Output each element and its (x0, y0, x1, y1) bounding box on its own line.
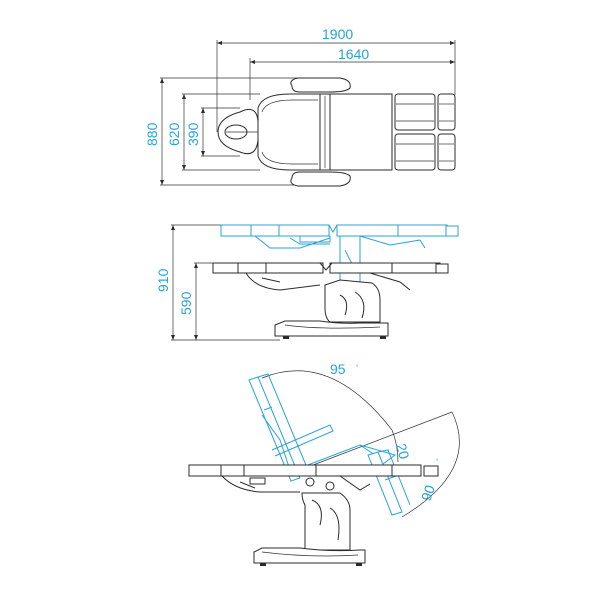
dim-label-390: 390 (185, 122, 201, 146)
dim-seat-length: 1640 (249, 46, 455, 100)
dim-label-1900: 1900 (322, 26, 353, 42)
seat-arc (391, 429, 399, 463)
angle-label-20: 20 (393, 442, 413, 461)
lift-column (324, 279, 381, 323)
svg-text:°: ° (400, 457, 403, 463)
armrest-top (290, 77, 351, 93)
backrest-arc (261, 370, 393, 431)
dim-label-620: 620 (166, 122, 182, 146)
svg-text:°: ° (436, 459, 439, 465)
dim-headrest-width: 390 (185, 107, 240, 157)
dim-overall-width: 880 (144, 77, 300, 186)
top-view: 1900 1640 880 620 (144, 26, 456, 187)
headrest-outline (217, 108, 259, 155)
tilt-view: 95 ° 20 ° 90 ° (188, 361, 460, 566)
angle-label-95: 95 (330, 361, 346, 377)
base (274, 320, 389, 337)
dim-min-height: 590 (178, 262, 215, 340)
leg-section-upper-1 (394, 93, 436, 131)
dim-label-1640: 1640 (338, 46, 369, 62)
dim-label-880: 880 (144, 122, 160, 146)
side-view: 910 590 (155, 224, 459, 341)
dim-label-590: 590 (178, 291, 194, 315)
flat-position (188, 464, 439, 566)
legrest-arc (401, 411, 460, 518)
dim-label-910: 910 (155, 268, 171, 292)
svg-text:°: ° (356, 365, 359, 371)
seat-outline (329, 93, 393, 171)
armrest-bottom (290, 171, 351, 187)
leg-section-upper-2 (437, 93, 456, 131)
dim-seat-width: 620 (166, 93, 260, 171)
lowered-position (212, 262, 449, 339)
lift-column (301, 492, 351, 551)
dim-overall-length: 1900 (216, 26, 456, 132)
leg-section-lower-1 (394, 133, 436, 171)
leg-section-lower-2 (437, 133, 456, 171)
dim-max-height: 910 (155, 224, 280, 341)
angle-label-90: 90 (418, 483, 438, 503)
